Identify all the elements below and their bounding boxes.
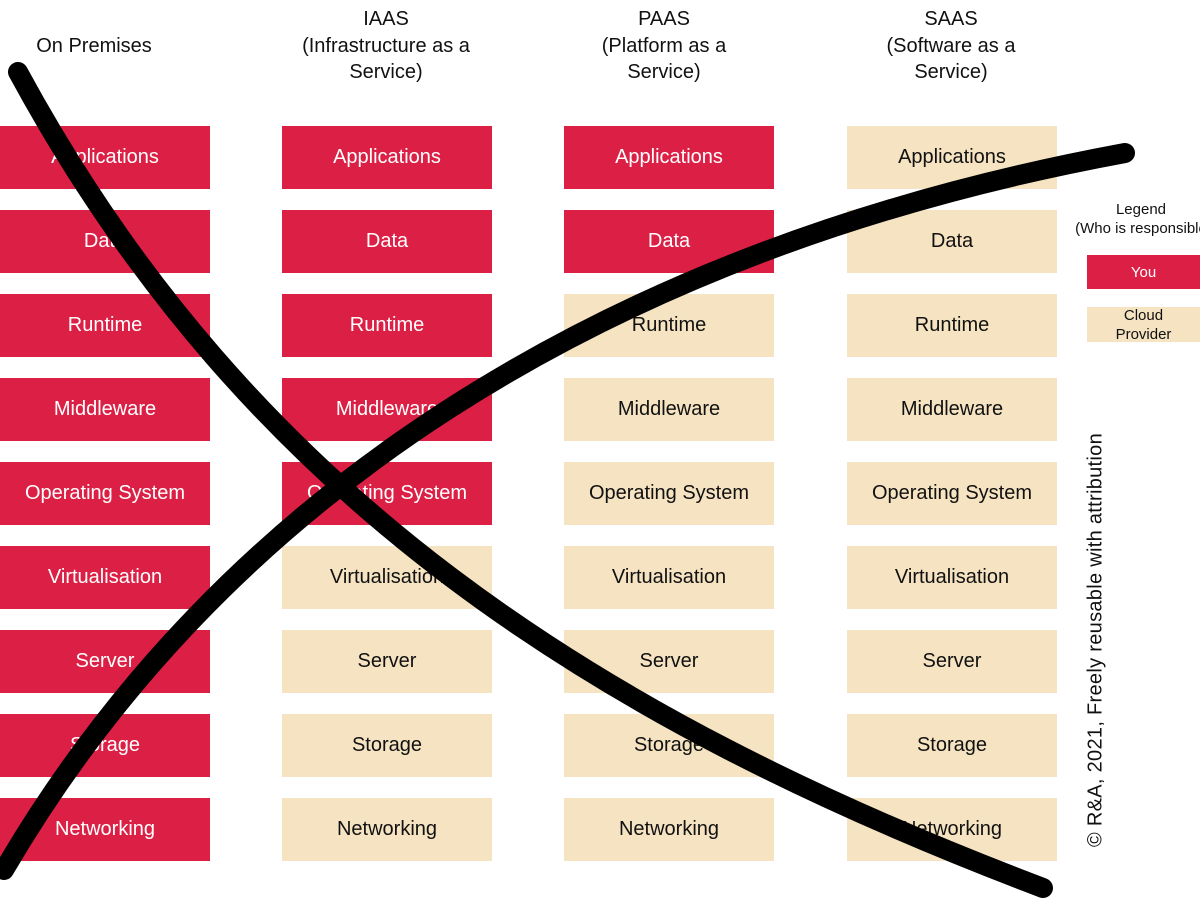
layer-block: Data <box>282 210 492 273</box>
legend-title: Legend (Who is responsible <box>1066 200 1200 238</box>
layer-label: Networking <box>336 818 438 840</box>
column-title-line: PAAS <box>638 8 690 30</box>
legend-you-swatch: You <box>1087 255 1200 289</box>
layer-block: Virtualisation <box>847 546 1057 609</box>
copyright-notice: © R&A, 2021, Freely reusable with attrib… <box>1084 433 1107 847</box>
layer-label: Operating System <box>588 482 750 504</box>
layer-label: Server <box>639 650 699 672</box>
layer-block: Networking <box>282 798 492 861</box>
layer-label: Operating System <box>24 482 186 504</box>
column-title-line: IAAS <box>363 8 409 30</box>
layer-block: Storage <box>847 714 1057 777</box>
layer-label: Middleware <box>335 398 439 420</box>
layer-label: Storage <box>633 734 705 756</box>
layer-label: Server <box>357 650 417 672</box>
layer-block: Operating System <box>847 462 1057 525</box>
column-title-line: Service) <box>627 61 701 83</box>
layer-block: Networking <box>0 798 210 861</box>
layer-block: Runtime <box>847 294 1057 357</box>
layer-block: Middleware <box>282 378 492 441</box>
layer-block: Applications <box>564 126 774 189</box>
layer-label: Virtualisation <box>47 566 163 588</box>
legend-title-line: (Who is responsible <box>1075 220 1200 237</box>
layer-label: Networking <box>618 818 720 840</box>
layer-block: Data <box>564 210 774 273</box>
layer-label: Applications <box>51 146 159 168</box>
layer-block: Middleware <box>0 378 210 441</box>
layer-block: Server <box>0 630 210 693</box>
layer-label: Runtime <box>349 314 425 336</box>
legend-cloud-swatch: Cloud Provider <box>1087 306 1200 343</box>
layer-label: Virtualisation <box>894 566 1010 588</box>
layer-block: Operating System <box>0 462 210 525</box>
layer-label: Storage <box>351 734 423 756</box>
layer-block: Applications <box>282 126 492 189</box>
layer-block: Storage <box>0 714 210 777</box>
layer-block: Server <box>282 630 492 693</box>
layer-block: Virtualisation <box>564 546 774 609</box>
layer-label: Networking <box>901 818 1003 840</box>
layer-label: Storage <box>916 734 988 756</box>
layer-label: Data <box>83 230 127 252</box>
layer-label: Virtualisation <box>611 566 727 588</box>
layer-block: Data <box>0 210 210 273</box>
layer-label: Applications <box>333 146 441 168</box>
layer-block: Middleware <box>847 378 1057 441</box>
column-title-line: Service) <box>914 61 988 83</box>
layer-label: Runtime <box>914 314 990 336</box>
column-title: On Premises <box>0 33 209 60</box>
legend-cloud-label-line: Cloud <box>1123 306 1164 324</box>
column-title-line: (Platform as a <box>601 34 727 57</box>
layer-block: Virtualisation <box>282 546 492 609</box>
layer-label: Applications <box>898 146 1006 168</box>
column-title: IAAS (Infrastructure as a Service) <box>271 6 501 86</box>
layer-label: Operating System <box>306 482 468 504</box>
layer-label: Data <box>365 230 409 252</box>
column-title-line: SAAS <box>924 8 978 30</box>
layer-label: Networking <box>54 818 156 840</box>
layer-block: Server <box>564 630 774 693</box>
layer-block: Data <box>847 210 1057 273</box>
layer-block: Networking <box>564 798 774 861</box>
layer-label: Virtualisation <box>329 566 445 588</box>
layer-label: Server <box>922 650 982 672</box>
layer-block: Storage <box>564 714 774 777</box>
layer-label: Middleware <box>53 398 157 420</box>
legend-title-line: Legend <box>1115 201 1167 218</box>
layer-block: Runtime <box>282 294 492 357</box>
column-title-line: (Software as a <box>886 34 1016 57</box>
layer-label: Data <box>930 230 974 252</box>
layer-block: Networking <box>847 798 1057 861</box>
legend-you-label: You <box>1130 263 1157 281</box>
layer-label: Server <box>75 650 135 672</box>
column-title: SAAS (Software as a Service) <box>836 6 1066 86</box>
layer-block: Applications <box>0 126 210 189</box>
layer-block: Operating System <box>282 462 492 525</box>
layer-label: Data <box>647 230 691 252</box>
layer-block: Virtualisation <box>0 546 210 609</box>
layer-block: Operating System <box>564 462 774 525</box>
layer-block: Server <box>847 630 1057 693</box>
layer-block: Storage <box>282 714 492 777</box>
layer-label: Middleware <box>617 398 721 420</box>
layer-block: Runtime <box>0 294 210 357</box>
layer-label: Runtime <box>631 314 707 336</box>
layer-label: Operating System <box>871 482 1033 504</box>
layer-label: Applications <box>615 146 723 168</box>
column-title-line: (Infrastructure as a <box>302 34 470 57</box>
legend-cloud-label-line: Provider <box>1115 325 1172 343</box>
layer-label: Runtime <box>67 314 143 336</box>
layer-block: Middleware <box>564 378 774 441</box>
layer-block: Runtime <box>564 294 774 357</box>
layer-block: Applications <box>847 126 1057 189</box>
layer-label: Middleware <box>900 398 1004 420</box>
layer-label: Storage <box>69 734 141 756</box>
column-title: PAAS (Platform as a Service) <box>549 6 779 86</box>
column-title-line: Service) <box>349 61 423 83</box>
column-title-line: On Premises <box>36 35 152 57</box>
